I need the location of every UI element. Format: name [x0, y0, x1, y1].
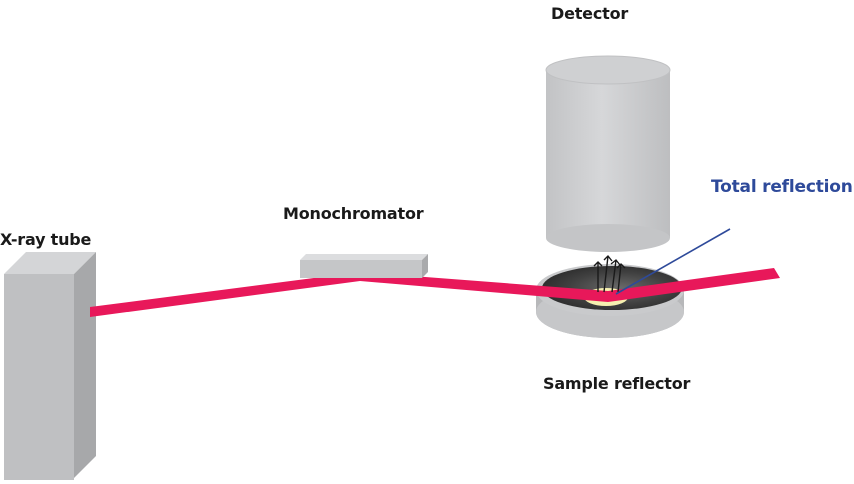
fluorescence-arrow-1 [593, 261, 603, 292]
sample-reflector [536, 264, 684, 338]
monochromator-front [300, 260, 422, 278]
detector [545, 55, 671, 252]
beam-segment-reflected [608, 268, 780, 302]
xray-tube-top [4, 252, 96, 274]
label-sample-reflector: Sample reflector [543, 374, 691, 393]
monochromator-side [422, 254, 428, 278]
label-detector: Detector [551, 4, 629, 23]
label-total-reflection: Total reflection [711, 177, 853, 197]
monochromator-top [300, 254, 428, 260]
beam-segment-monochromated [360, 272, 608, 302]
fluorescence-arrow-2 [603, 255, 613, 293]
total-reflection-pointer [615, 228, 731, 295]
xray-tube-side [74, 252, 96, 478]
monochromator [300, 254, 428, 278]
detector-top [545, 55, 671, 85]
fluorescence-arrow-4 [616, 263, 626, 293]
xray-tube [4, 252, 96, 480]
label-monochromator: Monochromator [283, 204, 424, 223]
detector-bottom [546, 224, 670, 252]
xray-beam [90, 268, 780, 317]
detector-body [546, 70, 670, 238]
xray-tube-front [4, 274, 74, 480]
beam-segment-incident [90, 272, 360, 317]
fluorescence-arrow-3 [610, 259, 621, 293]
up-arrows-icon [593, 255, 626, 293]
label-xray-tube: X-ray tube [0, 230, 92, 249]
